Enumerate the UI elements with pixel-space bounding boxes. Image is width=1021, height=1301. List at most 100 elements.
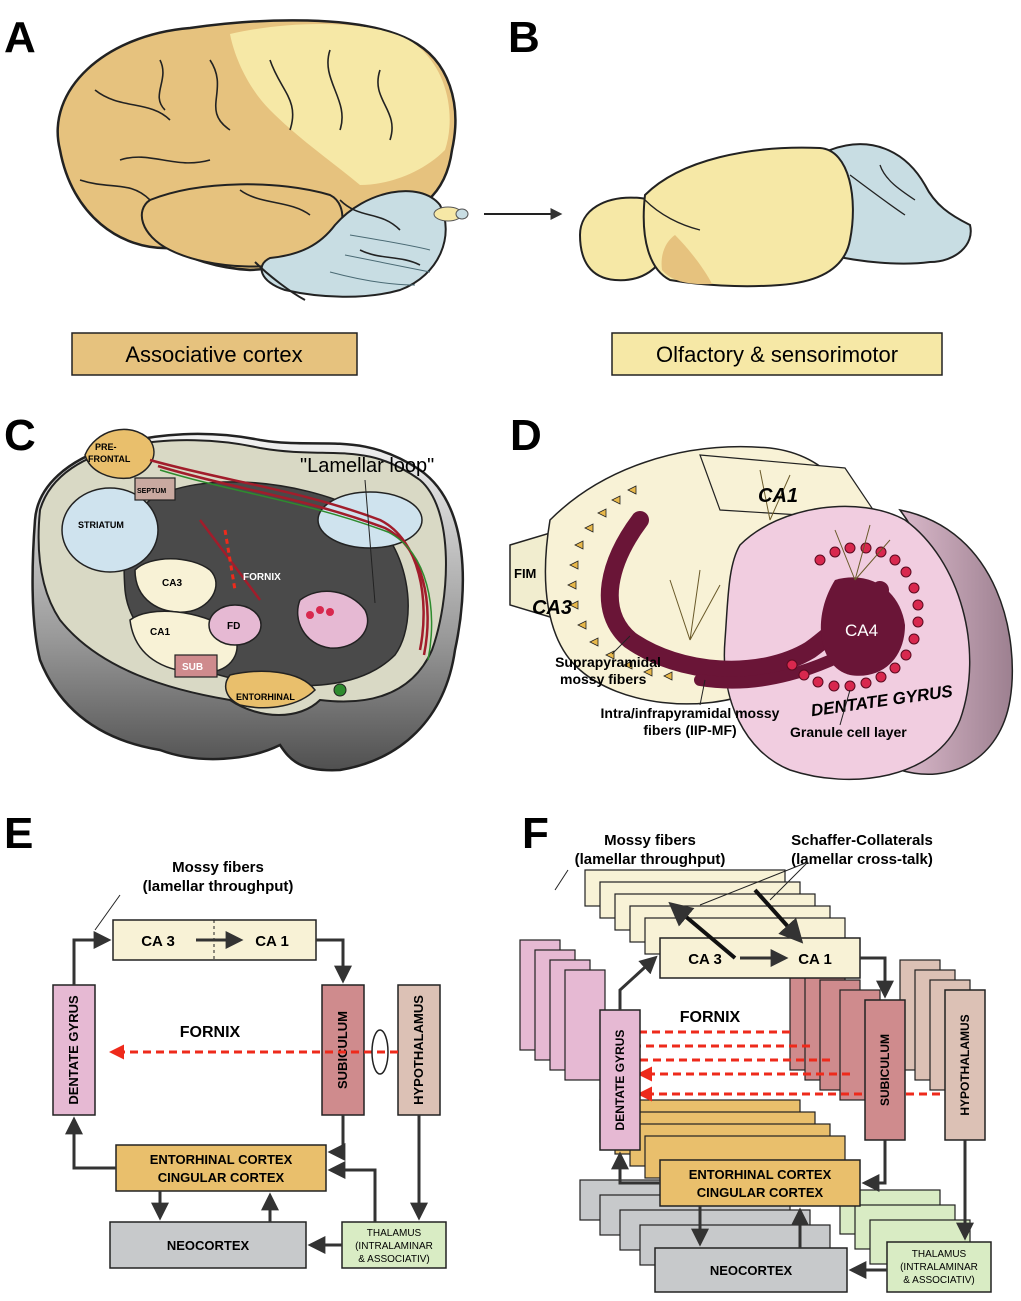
fiber-tracts	[149, 458, 429, 656]
f-ca1-label: CA 1	[798, 951, 832, 968]
c-label-sub: SUB	[182, 662, 203, 673]
e-hypothalamus-box	[397, 984, 441, 1116]
e-ca3-label: CA 3	[141, 933, 175, 950]
c-label-prefrontal-1: PRE-	[95, 442, 117, 452]
brainstem	[254, 261, 306, 301]
f-label-mossy-1: Mossy fibers	[604, 832, 696, 849]
f-entorhinal-label-1: ENTORHINAL CORTEX	[689, 1167, 832, 1182]
c-label-fd: FD	[227, 621, 240, 632]
e-thalamus-label-2: (INTRALAMINAR	[355, 1241, 433, 1252]
e-subiculum-label: SUBICULUM	[335, 1011, 350, 1089]
panel-b-caption-box	[611, 332, 943, 376]
e-entorhinal-label-1: ENTORHINAL CORTEX	[150, 1152, 293, 1167]
rat-brain-illustration	[578, 143, 972, 288]
hippocampal-slice-illustration	[509, 445, 1013, 781]
e-neocortex-label: NEOCORTEX	[167, 1238, 250, 1253]
small-rat-brain-icon	[433, 206, 469, 222]
f-fornix-label: FORNIX	[680, 1009, 741, 1026]
f-fornix-arrows	[637, 1030, 940, 1102]
e-thalamus-box	[341, 1221, 447, 1269]
sub-region	[174, 654, 218, 678]
human-brain-illustration	[56, 19, 457, 301]
e-entorhinal-label-2: CINGULAR CORTEX	[158, 1170, 285, 1185]
e-hypothalamus-label: HYPOTHALAMUS	[411, 995, 426, 1105]
c-label-prefrontal-2: FRONTAL	[88, 454, 131, 464]
d-label-granule: Granule cell layer	[790, 724, 907, 740]
f-hypothalamus-box	[944, 989, 986, 1141]
f-neocortex-label: NEOCORTEX	[710, 1263, 793, 1278]
f-thalamus-label-3: & ASSOCIATIV)	[903, 1275, 975, 1286]
d-label-intra-1: Intra/infrapyramidal mossy	[601, 705, 780, 721]
prefrontal-region	[84, 428, 155, 480]
d-label-ca3: CA3	[532, 597, 572, 619]
c-label-ca1: CA1	[150, 627, 170, 638]
c-label-septum: SEPTUM	[137, 488, 166, 495]
f-label-mossy-2: (lamellar throughput)	[575, 851, 726, 868]
rat-cortex	[642, 146, 854, 288]
panel-f-letter: F	[522, 809, 549, 858]
septum	[134, 477, 176, 501]
d-leader-intra	[699, 679, 706, 706]
panel-c: C PRE- FRONTAL SEPTUM STRIATUM CA3 FORNI	[4, 411, 465, 772]
striatum	[61, 487, 159, 573]
e-entorhinal-box	[115, 1144, 327, 1192]
e-ca1-label: CA 1	[255, 933, 289, 950]
e-dentate-label: DENTATE GYRUS	[66, 995, 81, 1105]
panel-a-caption-box	[71, 332, 358, 376]
e-connections	[65, 931, 428, 1254]
entorhinal-region	[224, 670, 316, 709]
panel-b: B Olfactory & sensorimotor	[508, 13, 972, 376]
e-fornix-label: FORNIX	[180, 1024, 241, 1041]
panel-d-letter: D	[510, 411, 542, 460]
ca4-hilus	[820, 577, 905, 676]
d-label-fim: FIM	[514, 566, 536, 581]
panel-c-letter: C	[4, 411, 36, 460]
f-neocortex-box	[654, 1247, 848, 1293]
cerebellum	[260, 190, 447, 298]
panel-a-letter: A	[4, 13, 36, 62]
panel-f: F Mossy fibers (lamellar throughput) Sch…	[519, 809, 992, 1293]
fd-region	[208, 604, 262, 646]
f-ca3-label: CA 3	[688, 951, 722, 968]
c-callout-lamellar-loop: "Lamellar loop"	[300, 455, 434, 477]
e-dentate-box	[52, 984, 96, 1116]
f-label-schaffer-1: Schaffer-Collaterals	[791, 832, 933, 849]
c-label-entorhinal: ENTORHINAL	[236, 692, 295, 702]
d-label-supra-1: Suprapyramidal	[555, 654, 661, 670]
panel-e: E Mossy fibers (lamellar throughput) CA …	[4, 809, 447, 1269]
right-hippocampus	[296, 590, 369, 649]
f-dentate-box	[599, 1009, 641, 1151]
granule-cells	[786, 542, 924, 692]
f-thalamus-box	[886, 1241, 992, 1293]
e-label-mossy-1: Mossy fibers	[172, 859, 264, 876]
e-thalamus-label-1: THALAMUS	[367, 1228, 422, 1239]
f-connections	[611, 955, 974, 1279]
f-thalamus-label-2: (INTRALAMINAR	[900, 1262, 978, 1273]
f-entorhinal-label-2: CINGULAR CORTEX	[697, 1185, 824, 1200]
d-label-intra-2: fibers (IIP-MF)	[643, 722, 736, 738]
e-subiculum-box	[321, 984, 365, 1116]
f-label-schaffer-2: (lamellar cross-talk)	[791, 851, 933, 868]
hemisphere-slab-illustration	[31, 428, 465, 772]
f-schaffer-arrow-1	[668, 901, 737, 960]
panel-a: A Associative cortex	[4, 13, 469, 376]
panel-b-letter: B	[508, 13, 540, 62]
c-label-striatum: STRIATUM	[78, 520, 124, 530]
c-label-fornix: FORNIX	[243, 572, 281, 583]
f-hypothalamus-label: HYPOTHALAMUS	[958, 1014, 972, 1115]
d-label-supra-2: mossy fibers	[560, 671, 647, 687]
c-callout-leader	[364, 479, 376, 604]
f-thalamus-label-1: THALAMUS	[912, 1249, 967, 1260]
panel-d: D CA1 FIM CA3 CA4 DENTATE GYRUS Suprapyr…	[509, 411, 1013, 781]
e-thalamus-label-3: & ASSOCIATIV)	[358, 1254, 430, 1265]
e-mossy-leader	[94, 894, 121, 931]
c-label-ca3: CA3	[162, 578, 182, 589]
panel-e-letter: E	[4, 809, 33, 858]
f-schaffer-arrow-2	[753, 888, 804, 944]
e-neocortex-box	[109, 1221, 307, 1269]
ca3-region	[134, 558, 217, 613]
d-leader-supra	[611, 635, 631, 655]
f-dentate-label: DENTATE GYRUS	[613, 1030, 627, 1131]
rat-cerebellum	[829, 143, 972, 265]
